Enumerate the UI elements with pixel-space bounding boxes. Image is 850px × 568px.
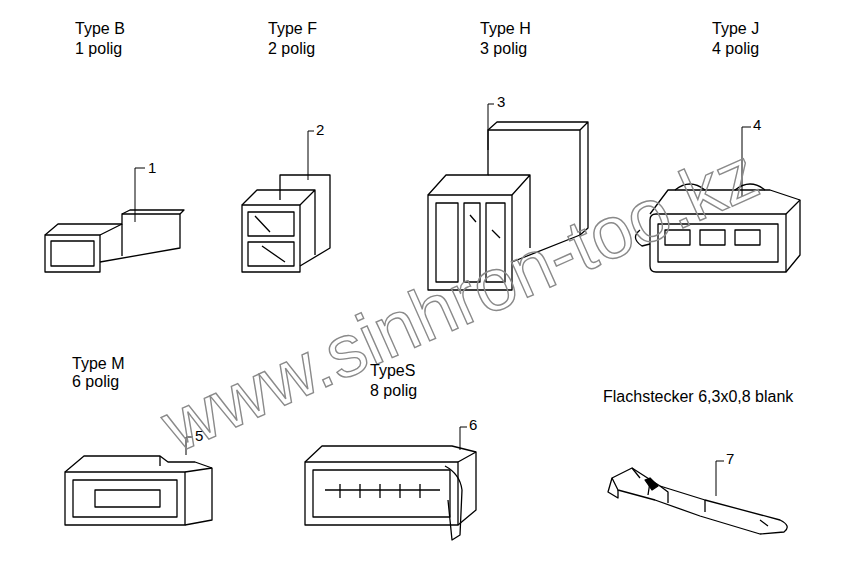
- callout-number: 3: [497, 94, 505, 111]
- type-label: Type M: [72, 355, 124, 373]
- type-label: Type B: [75, 20, 125, 38]
- connector-type-f: [242, 175, 330, 272]
- pole-count: 8 polig: [370, 382, 417, 400]
- callout-number: 7: [726, 451, 734, 468]
- connector-type-m: [65, 456, 212, 525]
- pole-count: 6 polig: [72, 373, 119, 391]
- connector-type-b: [45, 210, 184, 272]
- part-caption: Flachstecker 6,3x0,8 blank: [603, 388, 793, 406]
- pole-count: 3 polig: [480, 40, 527, 58]
- callout-number: 2: [316, 122, 324, 139]
- connector-type-s: [305, 446, 476, 540]
- watermark: www.sinhron-too.kz: [152, 136, 768, 465]
- flat-terminal: [608, 468, 787, 534]
- callout-number: 1: [148, 160, 156, 177]
- callout-number: 4: [753, 117, 761, 134]
- type-label: Type H: [480, 20, 531, 38]
- type-label: Type J: [712, 20, 759, 38]
- pole-count: 2 polig: [268, 40, 315, 58]
- pole-count: 1 polig: [75, 40, 122, 58]
- callout-number: 5: [195, 428, 203, 445]
- type-label: TypeS: [370, 362, 415, 380]
- callout-number: 6: [469, 417, 477, 434]
- type-label: Type F: [268, 20, 317, 38]
- pole-count: 4 polig: [712, 40, 759, 58]
